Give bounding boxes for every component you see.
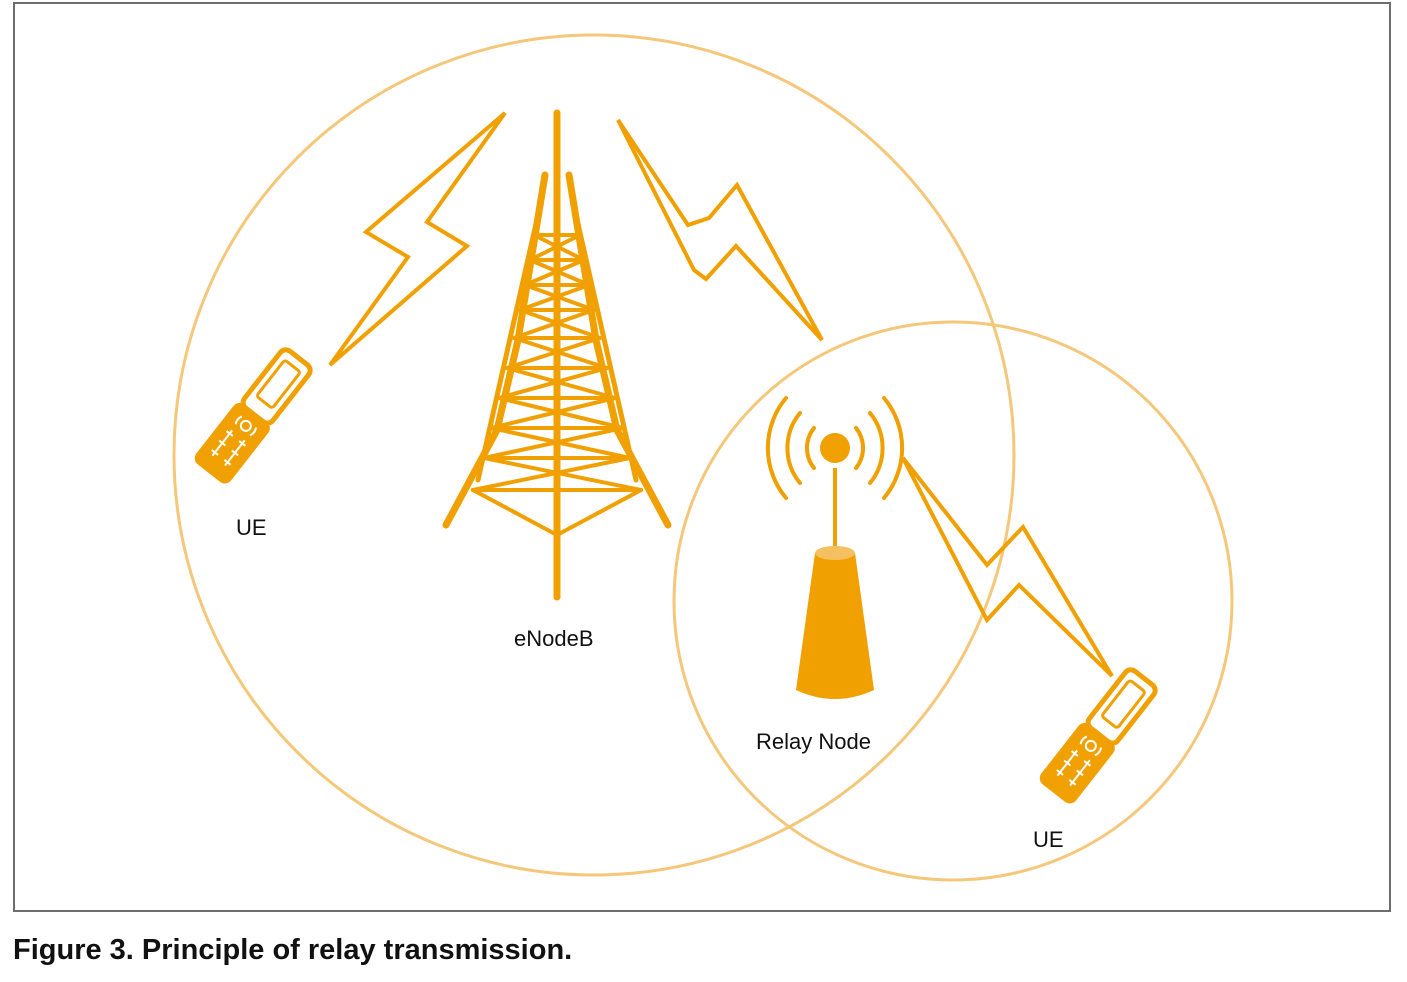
relay-antenna-icon bbox=[765, 396, 905, 699]
enodeb-coverage-circle bbox=[172, 33, 1016, 877]
relay-node-label: Relay Node bbox=[756, 729, 871, 754]
relay-coverage-circle bbox=[672, 320, 1234, 882]
figure-caption: Figure 3. Principle of relay transmissio… bbox=[13, 934, 573, 966]
ue-left-label: UE bbox=[236, 515, 267, 540]
enodeb-label: eNodeB bbox=[514, 626, 594, 651]
diagram-frame bbox=[13, 2, 1391, 912]
transmission-tower-icon bbox=[442, 109, 672, 601]
ue-right-label: UE bbox=[1033, 827, 1064, 852]
flip-phone-icon bbox=[1039, 667, 1158, 804]
lightning-link-relay-ue-right bbox=[901, 456, 1114, 678]
lightning-link-enodeb-relay bbox=[616, 118, 824, 342]
flip-phone-icon bbox=[194, 347, 313, 484]
lightning-link-enodeb-ue-left bbox=[328, 111, 507, 367]
lightning-link-icon bbox=[328, 111, 1114, 678]
